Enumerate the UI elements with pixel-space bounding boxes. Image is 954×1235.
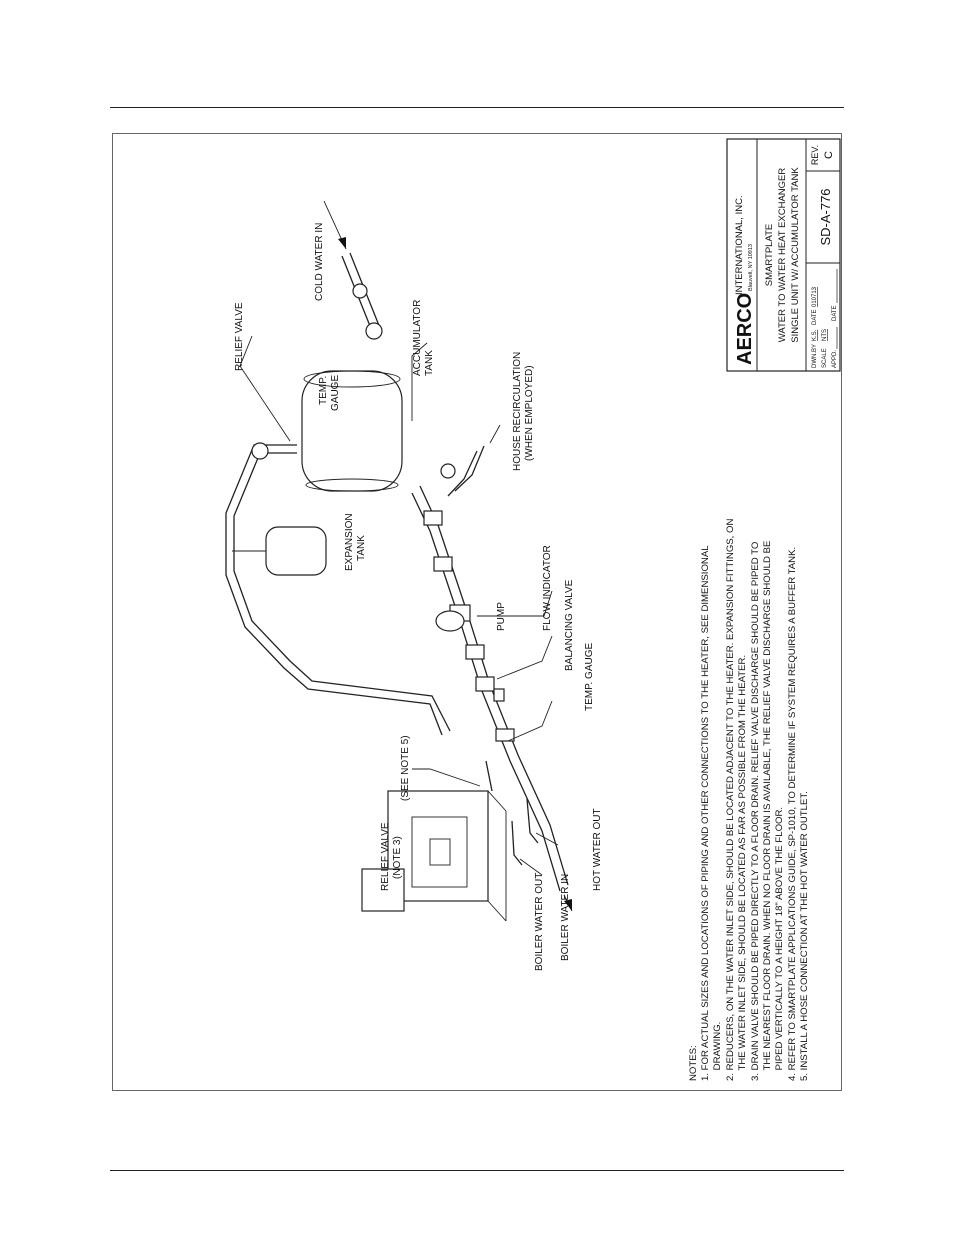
piping-diagram: RELIEF VALVE COLD WATER IN ACCUMULATOR T… — [225, 138, 841, 1081]
label-relief-valve-note-2: (NOTE 3) — [392, 836, 403, 879]
label-hot-water-out: HOT WATER OUT — [592, 808, 603, 891]
inline-fittings — [251, 283, 515, 742]
heat-exchanger-unit — [361, 790, 507, 922]
note-line: 4. REFER TO SMARTPLATE APPLICATIONS GUID… — [787, 547, 798, 1081]
callout-labels: RELIEF VALVE COLD WATER IN ACCUMULATOR T… — [234, 223, 603, 971]
date-value: 010713 — [812, 286, 818, 307]
label-boiler-water-in: BOILER WATER IN — [560, 874, 571, 961]
scale-value: NTS — [822, 329, 828, 341]
note-line: THE NEAREST FLOOR DRAIN. WHEN NO FLOOR D… — [762, 541, 773, 1081]
label-house-recirc-2: (WHEN EMPLOYED) — [524, 365, 535, 461]
company-address: Blauvelt, NY 10913 — [748, 244, 754, 291]
aerco-logo: AERCO — [734, 293, 756, 365]
label-balancing-valve: BALANCING VALVE — [564, 579, 575, 671]
expansion-tank — [232, 526, 327, 576]
appd-label: APPD. — [832, 350, 838, 368]
label-temp-gauge-top-1: TEMP. — [318, 376, 329, 405]
label-accumulator-1: ACCUMULATOR — [412, 300, 423, 376]
leader-lines — [239, 335, 553, 787]
drawing-description-2: SINGLE UNIT W/ ACCUMULATOR TANK — [790, 167, 801, 343]
date2-label: DATE — [832, 305, 838, 321]
note-line: THE WATER INLET SIDE, SHOULD BE LOCATED … — [737, 655, 748, 1081]
footer-rule — [110, 1170, 844, 1171]
label-temp-gauge-bottom: TEMP. GAUGE — [584, 643, 595, 711]
label-relief-valve-top: RELIEF VALVE — [234, 302, 245, 371]
label-relief-valve-note-1: RELIEF VALVE — [380, 822, 391, 891]
rev-value: C — [823, 151, 835, 159]
label-flow-indicator: FLOW INDICATOR — [542, 545, 553, 631]
label-boiler-water-out: BOILER WATER OUT — [534, 873, 545, 971]
label-house-recirc-1: HOUSE RECIRCULATION — [512, 352, 523, 471]
product-name: SMARTPLATE — [764, 224, 775, 286]
date-label: DATE — [812, 309, 818, 325]
note-line: 2. REDUCERS, ON THE WATER INLET SIDE, SH… — [725, 519, 736, 1081]
label-expansion-1: EXPANSION — [344, 513, 355, 571]
label-cold-water-in: COLD WATER IN — [314, 223, 325, 301]
drawing-frame — [112, 133, 842, 1091]
note-line: 5. INSTALL A HOSE CONNECTION AT THE HOT … — [799, 791, 810, 1081]
dwn-by-value: K.S. — [812, 329, 818, 341]
label-temp-gauge-top-2: GAUGE — [330, 375, 341, 411]
note-line: 1. FOR ACTUAL SIZES AND LOCATIONS OF PIP… — [700, 545, 711, 1081]
rev-label: REV. — [810, 145, 820, 165]
note-line: 3. DRAIN VALVE SHOULD BE PIPED DIRECTLY … — [750, 542, 761, 1081]
drawing-description-1: WATER TO WATER HEAT EXCHANGER — [777, 168, 788, 343]
scale-label: SCALE — [822, 348, 828, 368]
label-pump: PUMP — [496, 602, 507, 631]
label-accumulator-2: TANK — [424, 350, 435, 376]
header-rule — [110, 107, 844, 108]
note-line: PIPED VERTICALLY TO A HEIGHT 18" ABOVE T… — [774, 807, 785, 1081]
drawing-number: SD-A-776 — [818, 188, 833, 245]
accumulator-tank — [301, 370, 403, 492]
rotated-drawing-sheet: RELIEF VALVE COLD WATER IN ACCUMULATOR T… — [112, 133, 842, 1091]
company-name: INTERNATIONAL, INC. — [734, 195, 745, 295]
title-block: AERCO INTERNATIONAL, INC. Blauvelt, NY 1… — [726, 138, 841, 372]
notes-heading: NOTES: — [688, 1045, 699, 1081]
flow-arrows — [323, 200, 573, 912]
dwn-by-label: DWN.BY — [812, 344, 818, 368]
label-see-note-5: (SEE NOTE 5) — [400, 735, 411, 801]
note-line: DRAWING. — [712, 1022, 723, 1081]
label-expansion-2: TANK — [356, 535, 367, 561]
notes-block: NOTES: 1. FOR ACTUAL SIZES AND LOCATIONS… — [688, 519, 810, 1081]
